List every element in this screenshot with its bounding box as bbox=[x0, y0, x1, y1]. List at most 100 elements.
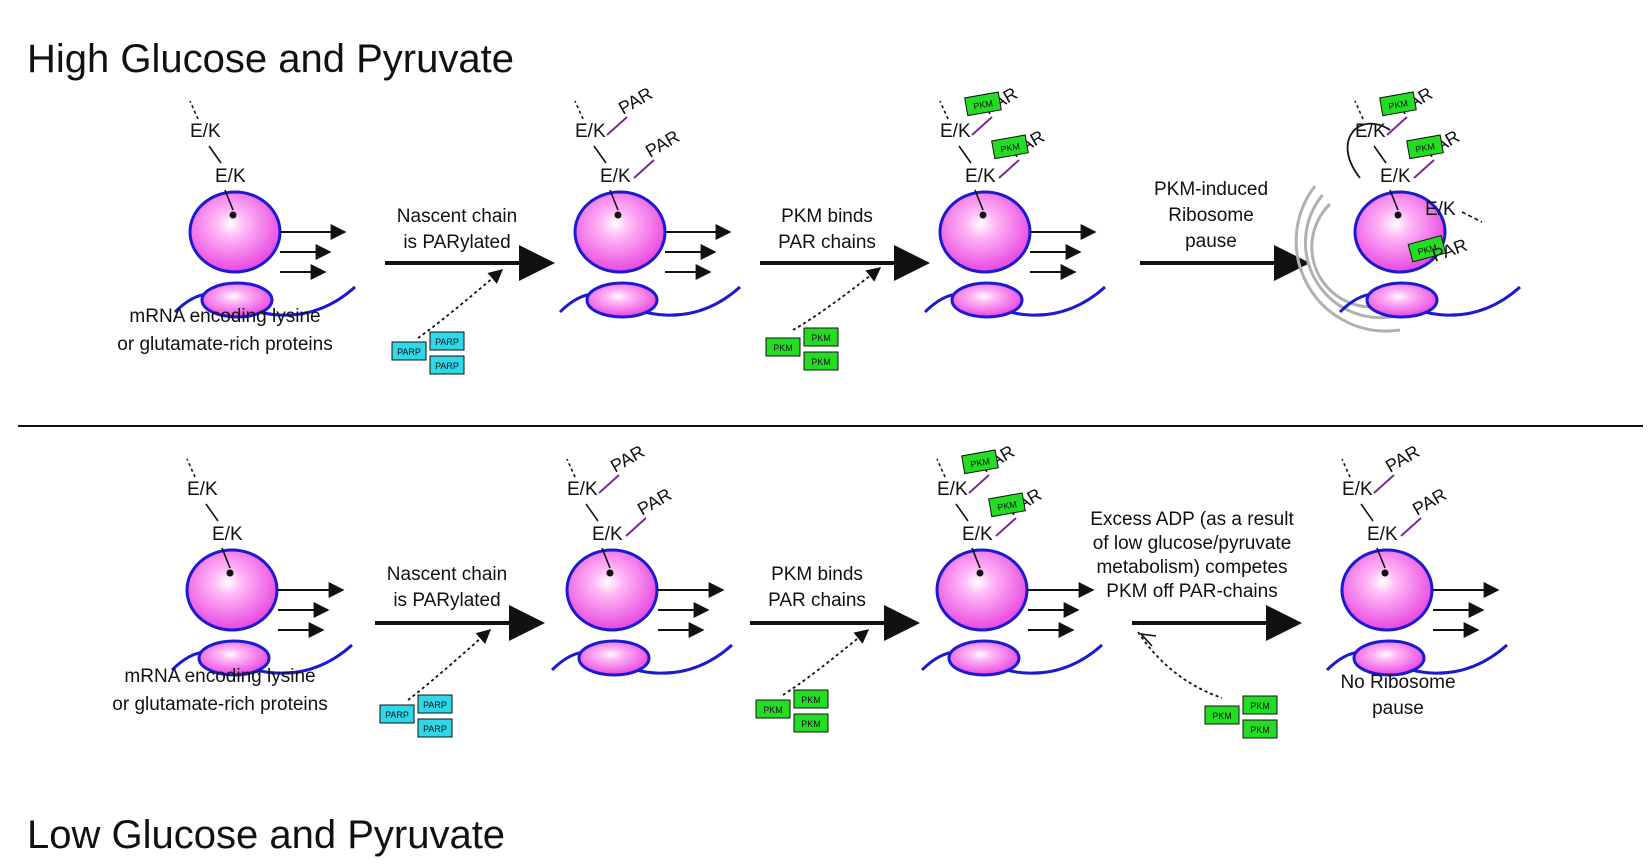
transition-arrow-head bbox=[894, 245, 930, 281]
ek-residue-label: E/K bbox=[1342, 479, 1373, 500]
pkm-bound-tag-label: PKM bbox=[1415, 141, 1436, 154]
caption-line: Nascent chain bbox=[387, 564, 507, 585]
pause-ring bbox=[1294, 185, 1401, 333]
caption-line: of low glucose/pyruvate bbox=[1093, 533, 1292, 554]
pkm-bound-tag-label: PKM bbox=[1388, 98, 1409, 111]
top-parp-cluster-item-box bbox=[391, 341, 427, 361]
top-parp-cluster-item-box bbox=[429, 355, 465, 375]
bottom-motion-free bbox=[1433, 582, 1500, 638]
ribosome-large-subunit bbox=[565, 548, 659, 632]
bottom-pkm-released-cluster-item-label: PKM bbox=[1250, 701, 1270, 711]
top-pkm-cluster-item-box bbox=[803, 327, 839, 347]
ek-residue-label: E/K bbox=[190, 121, 221, 142]
par-chain-line bbox=[1373, 474, 1395, 494]
top-pkm-cluster-item-label: PKM bbox=[811, 357, 831, 367]
ek-residue-label: E/K bbox=[965, 166, 996, 187]
par-label: PAR bbox=[1382, 441, 1423, 476]
chain-tail bbox=[566, 458, 576, 478]
exit-site-dot bbox=[229, 211, 237, 219]
top-pkm-cluster-item-box bbox=[765, 337, 801, 357]
caption-line: PKM-induced bbox=[1154, 179, 1268, 200]
bottom-pkm-cluster-item-box bbox=[793, 689, 829, 709]
chain-link bbox=[1376, 547, 1386, 569]
top-parp-cluster-item: PARP bbox=[429, 331, 465, 351]
transition-arrow-head bbox=[884, 605, 920, 641]
top-paused-pkm-tag: PKM bbox=[1407, 235, 1447, 263]
top-arrow-parylation bbox=[385, 245, 555, 281]
par-chain-line bbox=[971, 116, 993, 136]
par-chain-line bbox=[995, 517, 1017, 537]
chain-tail bbox=[936, 458, 946, 478]
bottom-pkm-cluster-item: PKM bbox=[793, 689, 829, 709]
top-arrow-pkm-binding bbox=[760, 245, 930, 281]
par-chain-line bbox=[598, 474, 620, 494]
bottom-arrow-adp-competition bbox=[1132, 605, 1302, 641]
pkm-bound-tag-box bbox=[1406, 134, 1444, 160]
ek-residue-label: E/K bbox=[1367, 524, 1398, 545]
title-high-glucose: High Glucose and Pyruvate bbox=[27, 37, 514, 81]
top-motion-parylated bbox=[665, 224, 732, 280]
bottom-pkm-dotted-arrow bbox=[782, 629, 870, 696]
ribosome-large-subunit bbox=[935, 548, 1029, 632]
ribosome-small-subunit bbox=[197, 639, 271, 677]
top-chain-loop bbox=[1346, 122, 1391, 179]
par-chain-line bbox=[1413, 159, 1435, 179]
par-chain-line bbox=[606, 116, 628, 136]
top-pkm-cluster-item-box bbox=[803, 351, 839, 371]
bottom-motion-pkm-bound bbox=[1028, 582, 1095, 638]
pkm-bound-tag-label: PKM bbox=[1000, 141, 1021, 154]
ek-residue-label: E/K bbox=[937, 479, 968, 500]
pkm-bound-tag-box bbox=[988, 492, 1026, 518]
pause-ring bbox=[1304, 194, 1401, 320]
title-low-glucose: Low Glucose and Pyruvate bbox=[27, 813, 505, 857]
ek-residue-label: E/K bbox=[962, 524, 993, 545]
ribosome-small-subunit bbox=[947, 639, 1021, 677]
bottom-chain-initial: E/KE/K bbox=[186, 458, 243, 569]
top-paused-pkm-tag-box bbox=[1407, 235, 1447, 263]
bottom-parp-cluster-item: PARP bbox=[417, 718, 453, 738]
top-pkm-cluster-item: PKM bbox=[765, 337, 801, 357]
bottom-pkm-released-cluster-item: PKM bbox=[1204, 705, 1240, 725]
top-motion-initial bbox=[280, 224, 347, 280]
bottom-parp-cluster-item-box bbox=[417, 694, 453, 714]
ribosome-large-subunit bbox=[1340, 548, 1434, 632]
top-chain-initial: E/KE/K bbox=[189, 100, 246, 211]
bottom-ribosome-pkm-bound bbox=[920, 548, 1104, 677]
bottom-pkm-released-cluster-item-label: PKM bbox=[1250, 725, 1270, 735]
top-ribosome-pkm-bound bbox=[923, 190, 1107, 319]
ribosome-small-subunit bbox=[1365, 281, 1439, 319]
chain-tail bbox=[189, 100, 199, 120]
top-motion-pkm-bound bbox=[1030, 224, 1097, 280]
ek-residue-label: E/K bbox=[1380, 166, 1411, 187]
bottom-parp-cluster-item-box bbox=[379, 704, 415, 724]
par-label: PAR bbox=[642, 126, 683, 161]
bottom-arrow-parylation bbox=[375, 605, 545, 641]
ribosome-small-subunit bbox=[200, 281, 274, 319]
top-parp-cluster-item: PARP bbox=[429, 355, 465, 375]
pkm-bound-tag-box bbox=[961, 449, 999, 475]
chain-link bbox=[1389, 189, 1399, 211]
par-chain-line bbox=[968, 474, 990, 494]
top-parp-cluster-item-label: PARP bbox=[435, 361, 459, 371]
bottom-pkm-released-arrowhead bbox=[1138, 632, 1157, 647]
pkm-bound-tag: PKM bbox=[1379, 91, 1417, 117]
par-chain-line bbox=[625, 517, 647, 537]
exit-site-dot bbox=[606, 569, 614, 577]
caption-line: or glutamate-rich proteins bbox=[117, 334, 332, 355]
caption-line: or glutamate-rich proteins bbox=[112, 694, 327, 715]
chain-link bbox=[1373, 145, 1387, 164]
caption-line: PKM off PAR-chains bbox=[1106, 581, 1277, 602]
bottom-pkm-cluster-item: PKM bbox=[755, 699, 791, 719]
top-paused-ek-extra: E/K bbox=[1425, 199, 1456, 220]
ribosome-large-subunit bbox=[185, 548, 279, 632]
bottom-pkm-released-cluster-item-box bbox=[1204, 705, 1240, 725]
